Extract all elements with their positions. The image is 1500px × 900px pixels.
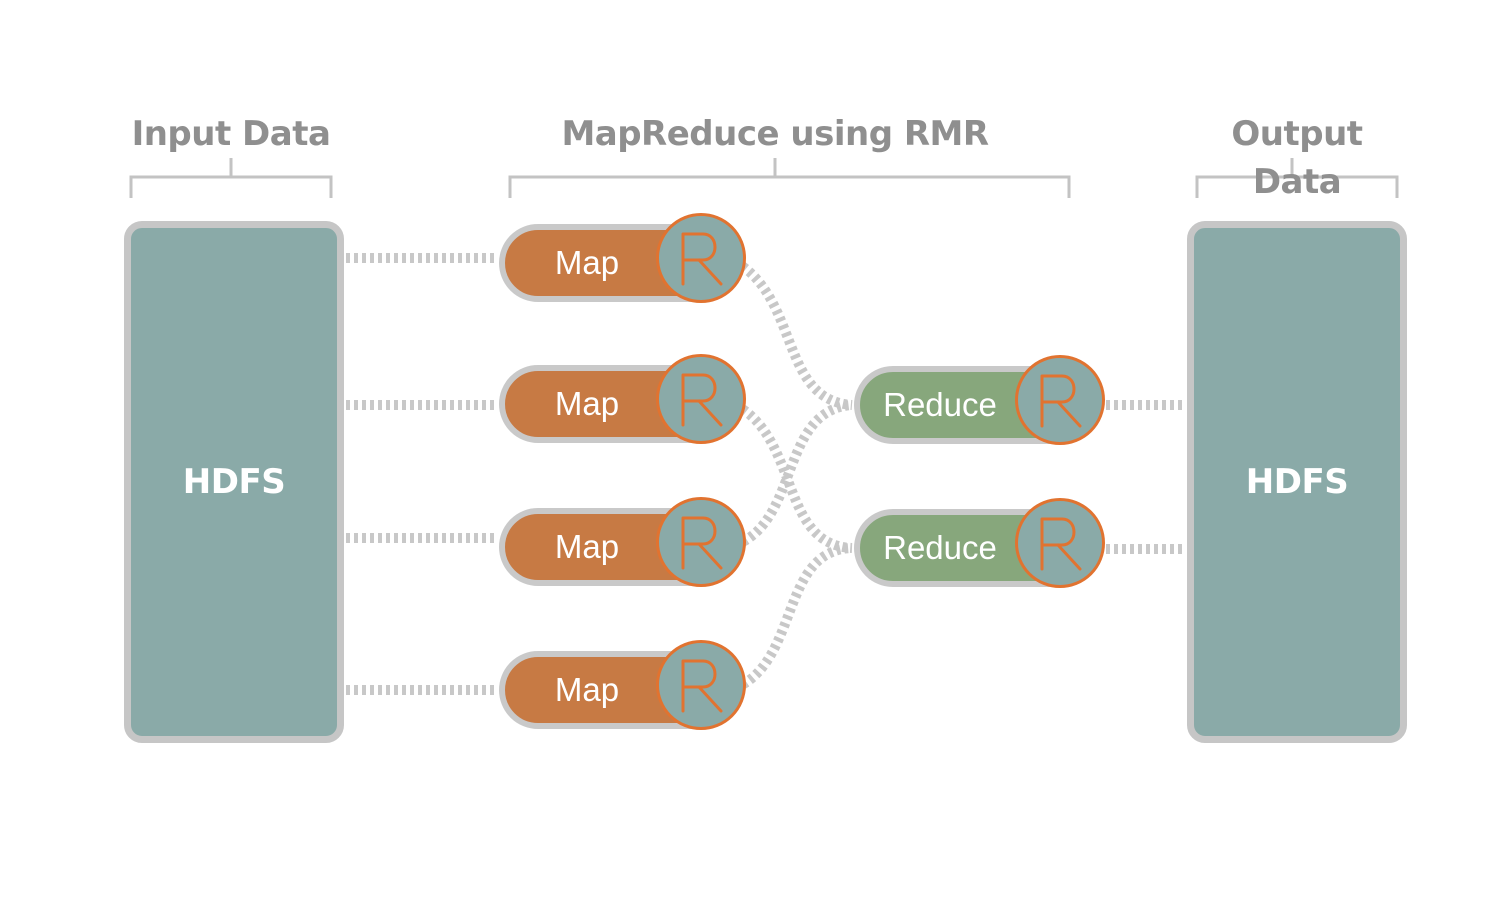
brackets <box>129 158 1399 198</box>
r-logo-icon <box>1015 498 1105 588</box>
reduce-node-2: Reduce <box>854 498 1105 588</box>
map-label: Map <box>554 385 620 422</box>
map-3-to-reduce-1-link <box>733 400 853 550</box>
output-bracket <box>1195 158 1399 198</box>
r-logo-icon <box>1015 355 1105 445</box>
reduce-label: Reduce <box>883 386 997 423</box>
process-bracket <box>508 158 1071 198</box>
map-4-to-reduce-2-link <box>733 543 853 693</box>
reduce-node-1: Reduce <box>854 355 1105 445</box>
map-node-4: Map <box>499 640 746 730</box>
output-hdfs-store: HDFS <box>1187 221 1407 743</box>
r-logo-icon <box>656 213 746 303</box>
mapreduce-header: MapReduce using RMR <box>561 114 989 154</box>
input-data-header: Input Data <box>131 114 331 154</box>
map-label: Map <box>554 528 620 565</box>
data-flow-lines <box>346 253 1186 695</box>
map-node-1: Map <box>499 213 746 303</box>
reduce-label: Reduce <box>883 529 997 566</box>
map-2-to-reduce-2-link <box>733 400 853 553</box>
map-node-3: Map <box>499 497 746 587</box>
input-bracket <box>129 158 333 198</box>
input-hdfs-store: HDFS <box>124 221 344 743</box>
map-label: Map <box>554 244 620 281</box>
r-logo-icon <box>656 497 746 587</box>
r-logo-icon <box>656 640 746 730</box>
output-data-header: Output Data <box>1231 114 1363 202</box>
r-logo-icon <box>656 354 746 444</box>
map-1-to-reduce-1-link <box>733 257 853 410</box>
map-node-2: Map <box>499 354 746 444</box>
output-hdfs-label: HDFS <box>1245 462 1349 502</box>
input-hdfs-label: HDFS <box>182 462 286 502</box>
map-label: Map <box>554 671 620 708</box>
